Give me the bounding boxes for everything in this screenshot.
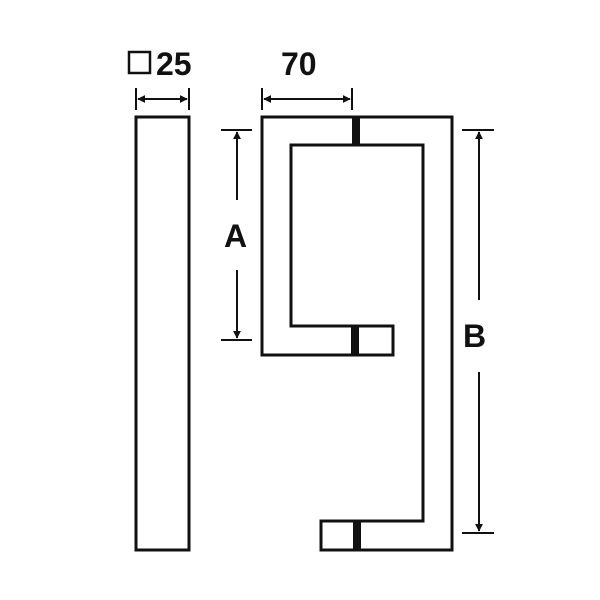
middle-mount-post	[351, 327, 359, 354]
square-section-icon	[127, 50, 152, 75]
handle-outer-outline	[260, 115, 454, 552]
width-label: 70	[281, 46, 317, 82]
bottom-mount-post	[353, 522, 361, 549]
square-bar-profile	[134, 115, 191, 552]
top-mount-post	[352, 118, 360, 145]
square-size-label: 25	[156, 46, 192, 82]
dimension-b-label: B	[463, 318, 486, 354]
dimension-a-label: A	[224, 218, 247, 254]
